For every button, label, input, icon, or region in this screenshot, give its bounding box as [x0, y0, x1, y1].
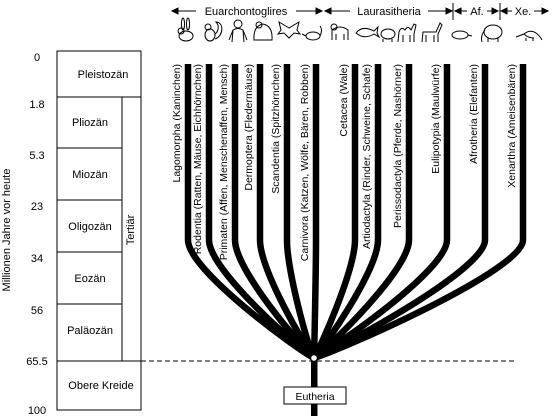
tree-branches [184, 64, 527, 362]
y-tick-23: 23 [31, 201, 43, 213]
gorilla-icon [253, 21, 273, 41]
taxon-label: Rodentia (Ratten, Mäuse, Eichhörnchen) [192, 64, 204, 254]
tertiary-label: Tertiär [125, 214, 137, 245]
period-pliocene: Pliozän [72, 117, 108, 129]
period-miocene: Miozän [72, 169, 107, 181]
period-eocene: Eozän [74, 273, 105, 285]
root-label-box [283, 386, 347, 405]
group-euarchontoglires: Euarchontoglires [205, 6, 288, 18]
treeshrew-icon [301, 25, 322, 41]
taxon-label: Lagomorpha (Kaninchen) [171, 64, 183, 183]
taxon-label: Dermoptera (Fledermäuse) [243, 64, 255, 191]
taxon-label: Carnivora (Katzen, Wölfe, Bären, Robben) [299, 64, 311, 261]
taxon-label: Primaten (Affen, Menschenaffen, Mensch) [218, 64, 230, 260]
branch-6 [310, 64, 320, 359]
root-node [310, 354, 319, 363]
taxon-label: Scandentia (Spitzhörnchen) [270, 64, 282, 194]
mole-icon [451, 30, 473, 40]
taxon-label: Afrotheria (Elefanten) [468, 64, 480, 164]
y-axis-label: Millionen Jahre vor heute [1, 169, 13, 292]
y-tick-56: 56 [31, 305, 43, 317]
y-tick-100: 100 [28, 405, 46, 416]
y-tick-0: 0 [34, 52, 40, 64]
rabbit-icon [177, 17, 194, 42]
y-tick-5.3: 5.3 [29, 150, 44, 162]
taxon-label: Eulipotypia (Maulwürfe) [430, 64, 442, 174]
anteater-icon [515, 30, 543, 41]
period-pleistocene: Pleistozän [78, 69, 129, 81]
period-paleocene: Paläozän [67, 325, 113, 337]
taxon-label: Perissodactyla (Pferde, Nashörner) [392, 64, 404, 228]
root-label: Eutheria [295, 391, 334, 403]
y-tick-65.5: 65.5 [26, 356, 47, 368]
pig-icon [380, 28, 396, 42]
ape-icon [228, 19, 248, 43]
y-tick-1.8: 1.8 [29, 99, 44, 111]
bat-icon [276, 20, 302, 39]
taxon-label: Artiodactyla (Rinder, Schweine, Schafe) [361, 64, 373, 249]
taxon-label: Cetacea (Wale) [338, 64, 350, 137]
group-laurasitheria: Laurasitheria [357, 6, 421, 18]
whale-icon [355, 25, 381, 39]
period-upper-cretaceous: Obere Kreide [68, 380, 133, 392]
squirrel-icon [204, 21, 223, 42]
elephant-icon [480, 24, 503, 43]
group-afrotheria-abbr: Af. [470, 6, 483, 18]
taxon-labels: Lagomorpha (Kaninchen) Rodentia (Ratten, … [171, 64, 518, 261]
period-oligocene: Oligozän [68, 221, 111, 233]
y-tick-34: 34 [31, 253, 43, 265]
bear-icon [330, 23, 349, 40]
horse-icon [421, 22, 443, 43]
period-column [56, 50, 142, 411]
camel-icon [397, 23, 417, 43]
branch-12 [313, 64, 527, 362]
group-xenarthra-abbr: Xe. [515, 6, 532, 18]
taxon-label: Xenarthra (Ameisenbären) [506, 64, 518, 188]
